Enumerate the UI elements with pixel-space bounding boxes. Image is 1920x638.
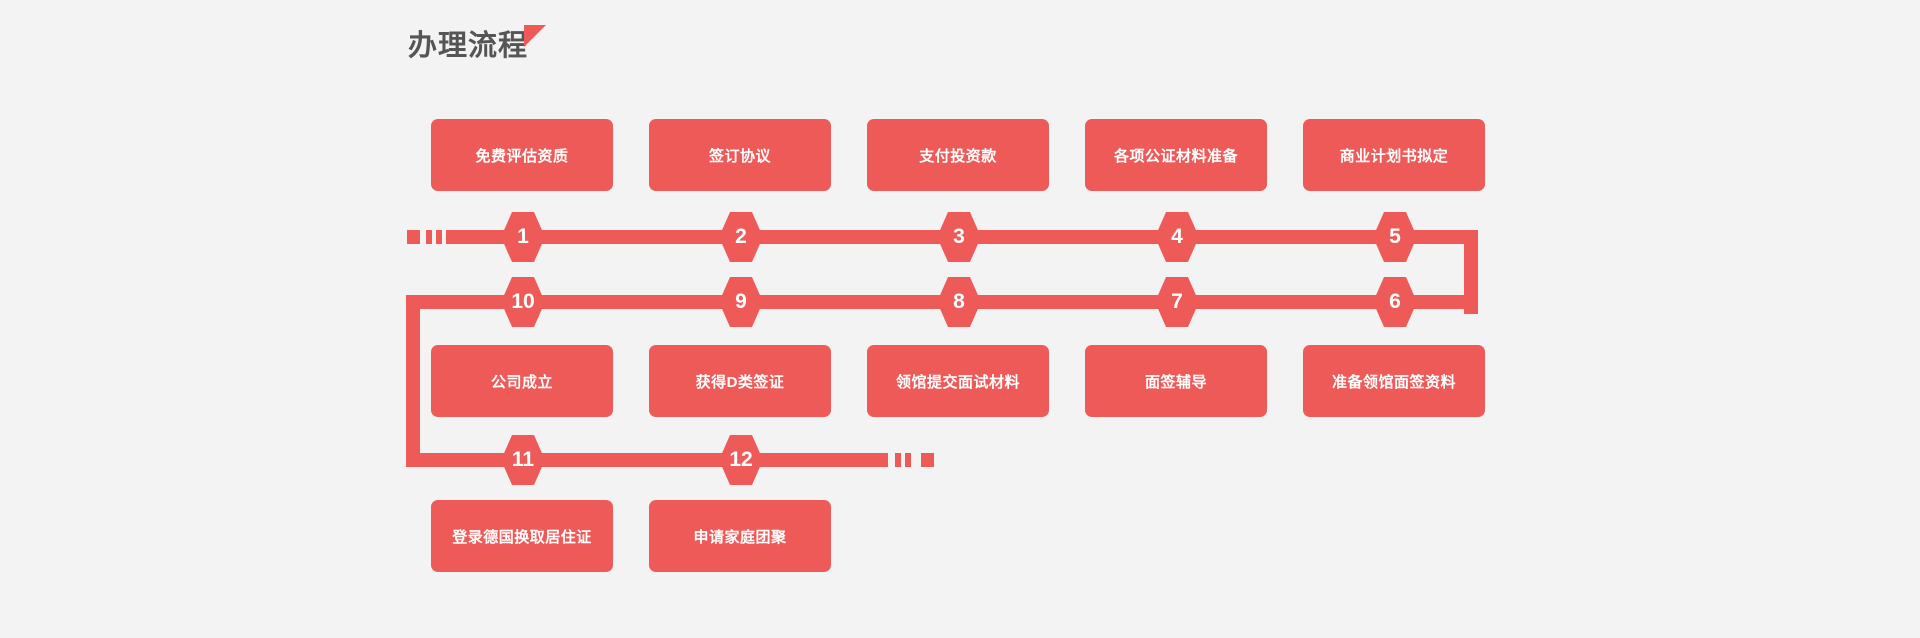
step-marker-10-number: 10 bbox=[511, 289, 535, 313]
rail-row-3 bbox=[406, 453, 888, 467]
step-marker-6-number: 6 bbox=[1389, 289, 1401, 313]
step-box-11[interactable]: 登录德国换取居住证 bbox=[431, 500, 613, 572]
step-marker-3-number: 3 bbox=[953, 224, 965, 248]
step-marker-7-number: 7 bbox=[1171, 289, 1183, 313]
step-marker-12-number: 12 bbox=[729, 447, 753, 471]
step-box-4[interactable]: 各项公证材料准备 bbox=[1085, 119, 1267, 191]
step-marker-9[interactable]: 9 bbox=[719, 277, 763, 327]
rail-end-cap-bar-b bbox=[905, 453, 911, 467]
page-title-text: 办理流程 bbox=[408, 30, 529, 62]
step-marker-6[interactable]: 6 bbox=[1373, 277, 1417, 327]
step-marker-5-number: 5 bbox=[1389, 224, 1401, 248]
rail-start-cap-square bbox=[407, 230, 420, 244]
step-marker-7[interactable]: 7 bbox=[1155, 277, 1199, 327]
step-box-6[interactable]: 准备领馆面签资料 bbox=[1303, 345, 1485, 417]
step-marker-8[interactable]: 8 bbox=[937, 277, 981, 327]
step-box-12[interactable]: 申请家庭团聚 bbox=[649, 500, 831, 572]
step-marker-11[interactable]: 11 bbox=[501, 435, 545, 485]
step-box-8[interactable]: 领馆提交面试材料 bbox=[867, 345, 1049, 417]
rail-end-cap-square bbox=[921, 453, 934, 467]
step-marker-10[interactable]: 10 bbox=[501, 277, 545, 327]
page-title: 办理流程 bbox=[408, 25, 547, 62]
rail-connector-right-vertical bbox=[1464, 230, 1478, 314]
step-box-3[interactable]: 支付投资款 bbox=[867, 119, 1049, 191]
step-marker-4-number: 4 bbox=[1171, 224, 1183, 248]
rail-start-cap-bar-b bbox=[436, 230, 442, 244]
step-marker-12[interactable]: 12 bbox=[719, 435, 763, 485]
step-box-2[interactable]: 签订协议 bbox=[649, 119, 831, 191]
step-marker-11-number: 11 bbox=[511, 447, 535, 471]
step-box-7[interactable]: 面签辅导 bbox=[1085, 345, 1267, 417]
step-marker-1[interactable]: 1 bbox=[501, 212, 545, 262]
step-marker-2[interactable]: 2 bbox=[719, 212, 763, 262]
step-marker-1-number: 1 bbox=[517, 224, 529, 248]
step-marker-8-number: 8 bbox=[953, 289, 965, 313]
title-triangle-icon bbox=[524, 25, 547, 47]
step-box-10[interactable]: 公司成立 bbox=[431, 345, 613, 417]
step-box-1[interactable]: 免费评估资质 bbox=[431, 119, 613, 191]
rail-connector-left-vertical bbox=[406, 295, 420, 460]
rail-start-cap-bar-a bbox=[426, 230, 432, 244]
step-marker-9-number: 9 bbox=[735, 289, 747, 313]
rail-end-cap-bar-a bbox=[895, 453, 901, 467]
step-box-5[interactable]: 商业计划书拟定 bbox=[1303, 119, 1485, 191]
step-box-9[interactable]: 获得D类签证 bbox=[649, 345, 831, 417]
step-marker-4[interactable]: 4 bbox=[1155, 212, 1199, 262]
step-marker-5[interactable]: 5 bbox=[1373, 212, 1417, 262]
step-marker-2-number: 2 bbox=[735, 224, 747, 248]
step-marker-3[interactable]: 3 bbox=[937, 212, 981, 262]
